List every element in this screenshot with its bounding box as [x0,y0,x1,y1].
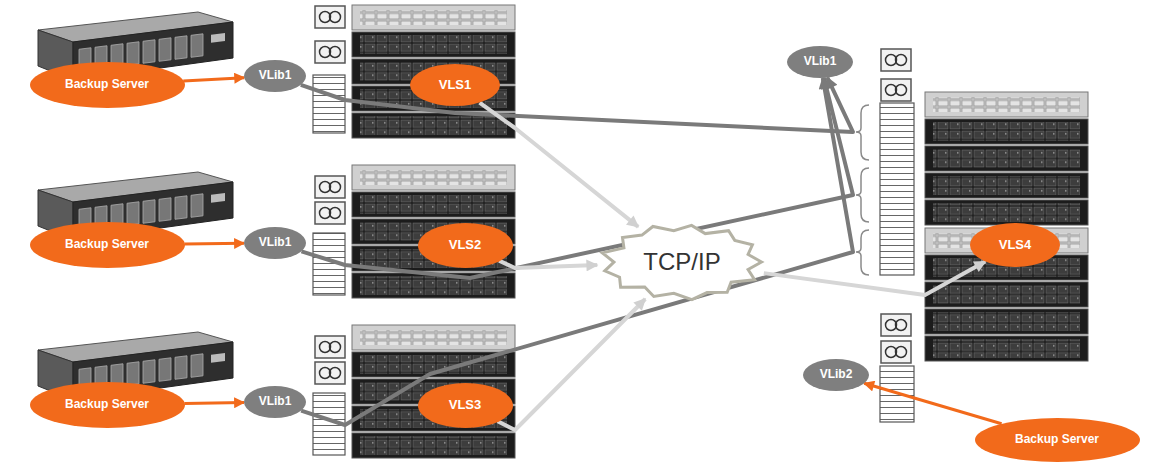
rack-picture [352,165,515,298]
node-text: TCP/IP [643,248,720,276]
connector [499,261,597,268]
slot-column [313,75,345,133]
connector [301,78,853,425]
ellipse-fill [970,223,1060,267]
rack-picture [352,325,515,458]
rack-picture [925,92,1088,225]
connector [764,262,985,295]
backup-server-label: Backup Server [975,418,1140,462]
tape-icon [315,176,345,198]
slot-column [880,103,914,275]
ellipse-fill [244,60,306,92]
ellipse-fill [787,46,853,78]
ellipse-fill [30,222,185,268]
backup-server-label: Backup Server [30,62,185,108]
node-text: VLib1 [804,55,837,69]
ellipse-fill [30,382,185,428]
cloud-outline [602,225,761,299]
connector [184,242,244,246]
tape-icon [315,202,345,224]
ellipse-fill [803,359,869,391]
vls-label: VLS3 [418,383,513,428]
tape-icon [881,314,911,336]
bracket [856,230,869,275]
vls-label: VLS1 [410,64,500,106]
rack-picture [352,5,515,138]
node-text: Backup Server [65,238,149,252]
ellipse-fill [410,64,500,106]
ellipse-fill [244,386,306,418]
network-cloud: TCP/IP [597,221,767,303]
rack-picture [925,228,1088,361]
virtual-library-label: VLib1 [244,386,306,418]
ellipse-fill [244,227,306,259]
node-text: VLib1 [259,69,292,83]
bracket [856,168,869,222]
virtual-library-label: VLib1 [244,60,306,92]
connector [183,78,244,81]
ellipse-fill [418,223,513,268]
tape-icon [315,6,345,28]
virtual-library-label: VLib1 [787,46,853,78]
node-text: VLS3 [449,398,482,413]
node-text: VLS4 [999,238,1032,253]
node-text: Backup Server [65,398,149,412]
tape-icon [881,79,911,101]
node-text: Backup Server [65,78,149,92]
node-text: Backup Server [1015,433,1099,447]
vls-label: VLS4 [970,223,1060,267]
connector [498,299,646,430]
node-text: VLib1 [259,395,292,409]
connector [301,78,853,278]
vls-label: VLS2 [418,223,513,268]
backup-server-label: Backup Server [30,222,185,268]
node-text: VLib2 [820,368,853,382]
node-text: VLib1 [259,236,292,250]
node-text: VLS1 [439,78,472,93]
backup-server-label: Backup Server [30,382,185,428]
node-text: VLS2 [449,238,482,253]
tape-icon [315,41,345,63]
bracket [856,105,869,160]
tape-icon [315,336,345,358]
ellipse-fill [975,418,1140,462]
connector [480,103,639,227]
connector [301,78,853,132]
connector [184,403,244,404]
virtual-library-label: VLib1 [244,227,306,259]
ellipse-fill [30,62,185,108]
virtual-library-label: VLib2 [803,359,869,391]
connector [864,383,1001,423]
tape-icon [881,341,911,363]
tape-icon [315,362,345,384]
ellipse-fill [418,383,513,428]
tape-icon [881,49,911,71]
